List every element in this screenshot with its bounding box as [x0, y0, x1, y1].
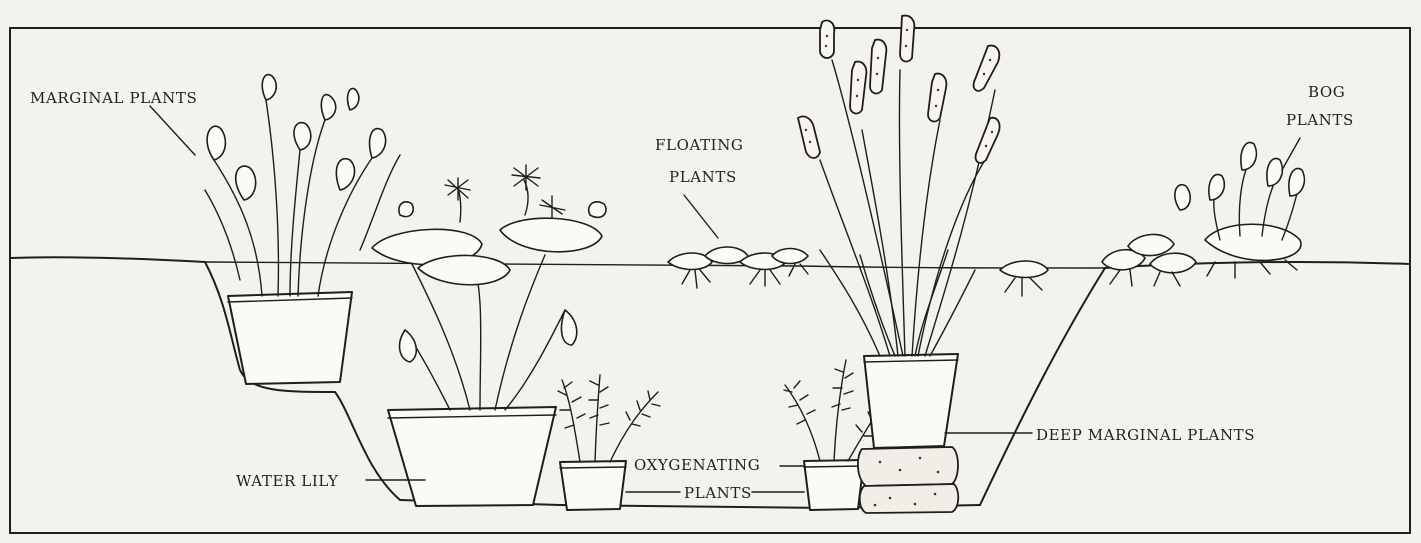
water-surface	[205, 262, 1105, 268]
label-floating-line1: FLOATING	[655, 136, 744, 154]
floating-plants	[668, 247, 1048, 296]
leader-floating	[684, 195, 718, 238]
deep-marginal-plant	[798, 16, 1000, 513]
marginal-plant	[205, 75, 400, 384]
label-bog-line1: BOG	[1308, 83, 1345, 101]
leader-bog	[1282, 138, 1300, 170]
label-deep-marginal-plants: DEEP MARGINAL PLANTS	[1036, 426, 1255, 444]
leader-marginal	[150, 106, 195, 155]
label-oxygenating-line1: OXYGENATING	[634, 456, 760, 474]
label-bog-line2: PLANTS	[1286, 111, 1354, 129]
oxygenating-plant-1	[558, 375, 660, 510]
label-marginal-plants: MARGINAL PLANTS	[30, 89, 197, 107]
label-floating-line2: PLANTS	[669, 168, 737, 186]
water-lily-plant	[372, 165, 606, 506]
bog-plants	[1102, 142, 1304, 286]
label-oxygenating-line2: PLANTS	[684, 484, 752, 502]
label-water-lily: WATER LILY	[236, 472, 339, 490]
